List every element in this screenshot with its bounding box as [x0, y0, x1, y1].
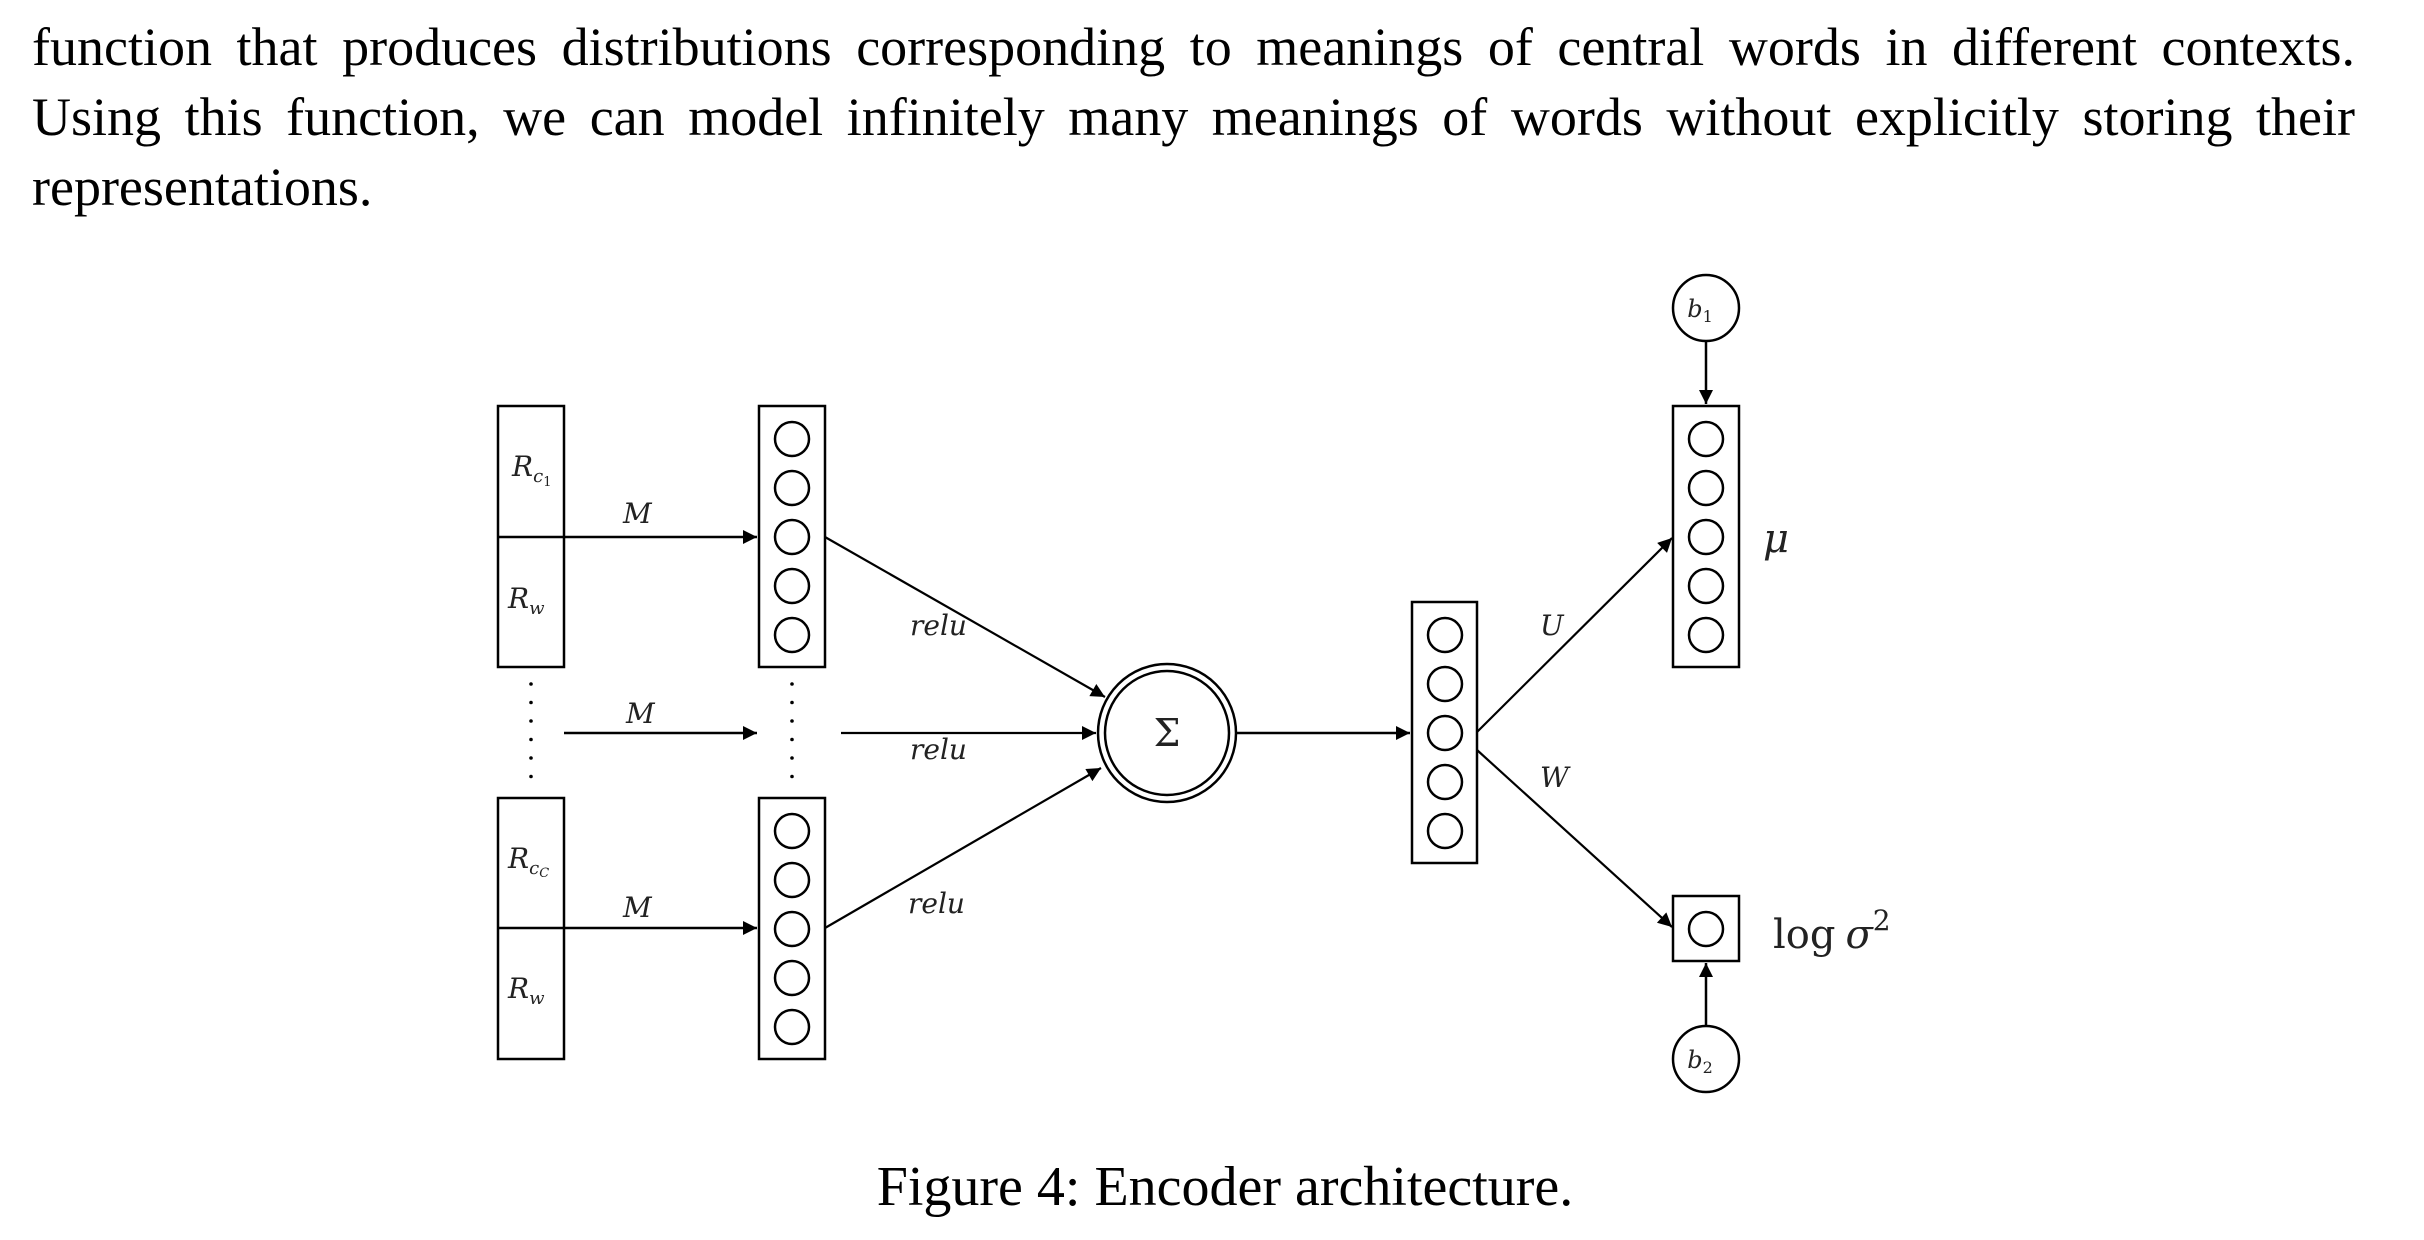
mean-neuron — [1687, 567, 1725, 605]
projection-label-bottom: M — [622, 891, 653, 924]
paragraph-line-1: function that produces distributions cor… — [32, 17, 2355, 77]
ellipsis-dot — [790, 756, 794, 760]
relu-edge-top — [824, 536, 1106, 698]
ellipsis-dots-hidden — [790, 682, 794, 779]
ellipsis-dot — [790, 774, 794, 779]
ellipsis-dot — [529, 719, 533, 723]
ellipsis-dot — [790, 719, 794, 723]
logvar-output-layer — [1671, 894, 1741, 963]
bias-node-2: b2 — [1671, 1024, 1741, 1094]
relu-label-top: relu — [910, 609, 967, 642]
sum-node: Σ — [1096, 662, 1238, 804]
projected-bottom-neuron — [773, 959, 811, 997]
var-weight-edge — [1476, 749, 1673, 928]
body-paragraph: function that produces distributions cor… — [32, 12, 2355, 222]
input-context-label-top: Rc1 — [511, 450, 551, 490]
ellipsis-dot — [529, 774, 533, 779]
hidden-neuron — [1426, 616, 1464, 654]
input-context-label-bottom: RcC — [507, 842, 549, 881]
mean-output-layer — [1671, 404, 1741, 669]
mean-weight-label: U — [1540, 609, 1565, 642]
ellipsis-dot — [529, 737, 533, 742]
projected-top-neuron — [773, 469, 811, 507]
projected-top-neuron — [773, 518, 811, 556]
relu-label-bottom: relu — [908, 887, 965, 920]
input-word-label-bottom: Rw — [507, 972, 545, 1009]
ellipsis-dot — [790, 682, 794, 686]
hidden-neuron — [1426, 812, 1464, 850]
hidden-neuron — [1426, 665, 1464, 703]
projection-label-top: M — [622, 497, 653, 530]
bias-node-1: b1 — [1671, 273, 1741, 343]
paragraph-line-3: representations. — [32, 157, 373, 217]
projected-top-neuron — [773, 420, 811, 458]
projected-layer-bottom — [757, 796, 827, 1061]
logvar-neuron — [1687, 910, 1725, 948]
mean-neuron — [1687, 616, 1725, 654]
input-word-label-top: Rw — [507, 582, 545, 619]
mean-neuron — [1687, 518, 1725, 556]
ellipsis-dot — [529, 682, 533, 686]
hidden-neuron — [1426, 714, 1464, 752]
mean-neuron — [1687, 469, 1725, 507]
var-weight-label: W — [1540, 761, 1571, 794]
projected-bottom-neuron — [773, 1008, 811, 1046]
ellipsis-dot — [529, 700, 533, 705]
hidden-neuron — [1426, 763, 1464, 801]
projected-bottom-neuron — [773, 861, 811, 899]
ellipsis-dots-inputs — [529, 682, 533, 779]
projected-bottom-neuron — [773, 910, 811, 948]
projection-label-middle: M — [625, 697, 656, 730]
projected-layer-top — [757, 404, 827, 669]
projected-top-neuron — [773, 567, 811, 605]
ellipsis-dot — [790, 737, 794, 742]
mean-neuron — [1687, 420, 1725, 458]
hidden-layer — [1410, 600, 1479, 865]
projected-bottom-neuron — [773, 812, 811, 850]
paragraph-line-2: Using this function, we can model infini… — [32, 87, 2355, 147]
sum-symbol: Σ — [1154, 711, 1181, 755]
ellipsis-dot — [529, 756, 533, 760]
input-block-top: Rc1 Rw — [496, 404, 566, 669]
relu-edge-bottom — [824, 767, 1102, 929]
mean-weight-edge — [1476, 537, 1673, 733]
mean-label: μ — [1763, 516, 1789, 562]
bias-2-label: b2 — [1687, 1046, 1713, 1077]
projected-top-neuron — [773, 616, 811, 654]
relu-label-middle: relu — [910, 733, 967, 766]
ellipsis-dot — [790, 700, 794, 705]
figure-caption: Figure 4: Encoder architecture. — [876, 1156, 1574, 1218]
bias-1-label: b1 — [1687, 295, 1713, 326]
